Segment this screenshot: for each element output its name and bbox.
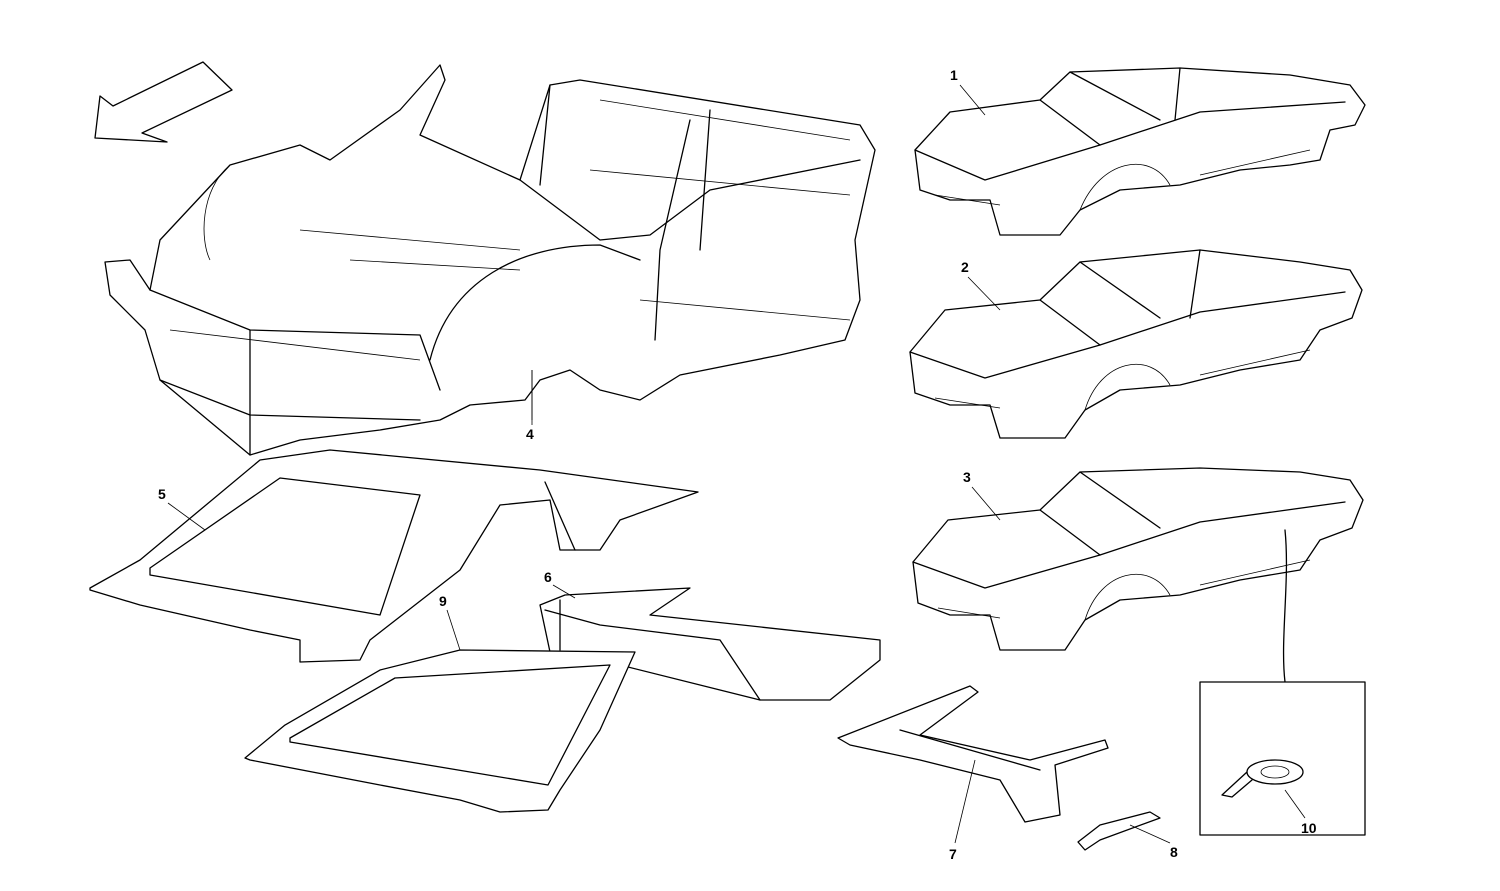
part-1-coupe-shell[interactable] — [914, 67, 1366, 236]
callout-7: 7 — [949, 846, 957, 862]
part-9-windshield-frame[interactable] — [244, 649, 636, 813]
part-8-trim-strip[interactable] — [1077, 811, 1161, 851]
callout-9: 9 — [439, 593, 447, 609]
leader-lines — [167, 84, 1306, 844]
callout-4: 4 — [526, 426, 534, 442]
part-10-sealing-tape[interactable] — [1199, 681, 1366, 836]
part-5-roof-frame[interactable] — [89, 449, 699, 663]
callout-3: 3 — [963, 469, 971, 485]
callout-1: 1 — [950, 67, 958, 83]
callout-10: 10 — [1301, 820, 1317, 836]
part-3-spider-shell[interactable] — [912, 467, 1364, 683]
part-7-rear-frame[interactable] — [837, 685, 1109, 823]
direction-arrow-icon — [94, 61, 233, 143]
callout-8: 8 — [1170, 844, 1178, 860]
part-2-targa-shell[interactable] — [909, 249, 1363, 439]
callout-6: 6 — [544, 569, 552, 585]
callout-5: 5 — [158, 486, 166, 502]
part-4-chassis[interactable] — [104, 64, 876, 456]
callout-2: 2 — [961, 259, 969, 275]
